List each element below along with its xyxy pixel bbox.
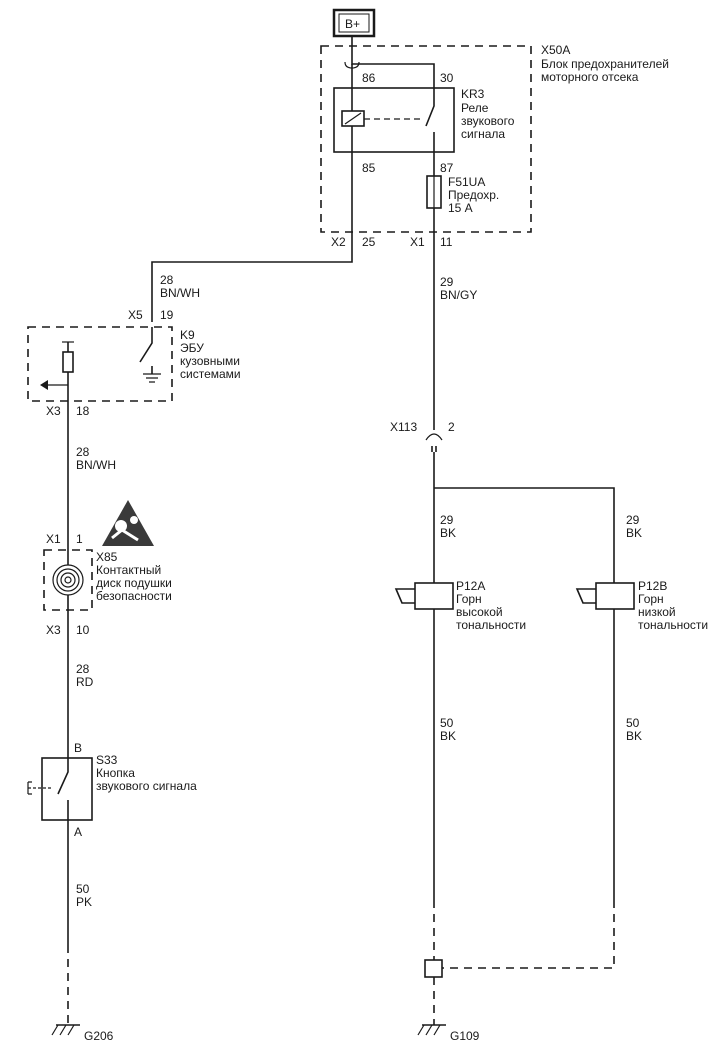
horn-switch-contact: [57, 758, 69, 820]
horn-low-desc1: Горн: [638, 592, 664, 606]
wire8-color: BK: [440, 729, 456, 743]
horn-switch: [41, 757, 93, 821]
fuse-desc1: Предохр.: [448, 188, 499, 202]
ground-left-label: G206: [84, 1029, 114, 1043]
clockspring-desc3: безопасности: [96, 589, 172, 603]
wire5-size: 50: [76, 882, 90, 896]
b-plus-feed-wire: [351, 36, 435, 88]
clockspring-icon: [52, 564, 84, 596]
connector-x3a: X3: [46, 404, 61, 418]
clockspring-id: X85: [96, 550, 118, 564]
connector-x113: X113: [390, 420, 417, 434]
connector-x5: X5: [128, 308, 143, 322]
wire6-color: BK: [440, 526, 456, 540]
ecu-outline: [27, 326, 173, 402]
fuse-id: F51UA: [448, 175, 485, 189]
ecu-desc1: ЭБУ: [180, 341, 204, 355]
ground-g206-icon: [51, 1024, 80, 1036]
horn-low-id: P12B: [638, 579, 667, 593]
relay-pin-85: 85: [362, 161, 376, 175]
switch-pin-a: A: [74, 825, 82, 839]
ecu-desc2: кузовными: [180, 354, 240, 368]
connector-x1-pin: 11: [440, 235, 453, 249]
wire1-color: BN/WH: [160, 286, 200, 300]
wire-horn-low-dashed: [442, 900, 615, 969]
clockspring-desc1: Контактный: [96, 563, 161, 577]
connector-x1: X1: [410, 235, 425, 249]
x113-pins: [431, 446, 437, 452]
horn-high-icon: [394, 582, 454, 610]
relay-contact: [425, 88, 435, 152]
connector-x3a-pin: 18: [76, 404, 90, 418]
connector-x2: X2: [331, 235, 346, 249]
connector-x5-pin: 19: [160, 308, 174, 322]
horn-low-desc3: тональности: [638, 618, 708, 632]
relay-desc1: Реле: [461, 101, 489, 115]
switch-pin-b: B: [74, 741, 82, 755]
wire5-color: PK: [76, 895, 92, 909]
wire3-color: BN/WH: [76, 458, 116, 472]
fuse-block-desc1: Блок предохранителей: [541, 57, 669, 71]
switch-desc1: Кнопка: [96, 766, 135, 780]
power-source: B+: [332, 8, 376, 38]
wire3-size: 28: [76, 445, 90, 459]
ground-g109-icon: [417, 1024, 446, 1036]
connector-x3b: X3: [46, 623, 61, 637]
wire9-size: 50: [626, 716, 640, 730]
ecu-id: K9: [180, 328, 195, 342]
horn-high-desc3: тональности: [456, 618, 526, 632]
switch-pushbutton-icon: [27, 781, 32, 795]
connector-x1b: X1: [46, 532, 61, 546]
horn-low-desc2: низкой: [638, 605, 676, 619]
wire2-color: BN/GY: [440, 288, 477, 302]
wire7-size: 29: [626, 513, 640, 527]
connector-x113-pin: 2: [448, 420, 455, 434]
horn-high-desc2: высокой: [456, 605, 503, 619]
relay-pin-86: 86: [362, 71, 376, 85]
wire4-color: RD: [76, 675, 94, 689]
ground-right-label: G109: [450, 1029, 480, 1043]
ecu-desc3: системами: [180, 367, 241, 381]
ground-splice: [424, 959, 443, 978]
wire6-size: 29: [440, 513, 454, 527]
fuse-desc2: 15 А: [448, 201, 473, 215]
wire7-color: BK: [626, 526, 642, 540]
horn-high-desc1: Горн: [456, 592, 482, 606]
ecu-signal-arrow-icon: [40, 380, 48, 390]
wire9-color: BK: [626, 729, 642, 743]
switch-id: S33: [96, 753, 118, 767]
wire8-size: 50: [440, 716, 454, 730]
relay-desc3: сигнала: [461, 127, 505, 141]
switch-desc2: звукового сигнала: [96, 779, 197, 793]
ecu-ground-symbol: [143, 373, 161, 383]
wire-relay-to-ecu: [151, 152, 353, 322]
wire2-size: 29: [440, 275, 454, 289]
power-label: B+: [345, 17, 360, 31]
connector-x1b-pin: 1: [76, 532, 83, 546]
wire-to-horn-low: [434, 487, 615, 583]
wire4-size: 28: [76, 662, 90, 676]
clockspring-desc2: диск подушки: [96, 576, 172, 590]
x113-connector-symbol: [425, 433, 443, 441]
fuse-block-id: X50A: [541, 43, 570, 57]
fuse-block-outline: [320, 45, 532, 233]
relay-desc2: звукового: [461, 114, 515, 128]
horn-low-icon: [575, 582, 635, 610]
horn-high-id: P12A: [456, 579, 485, 593]
connector-x3b-pin: 10: [76, 623, 90, 637]
airbag-warning-icon: [102, 500, 154, 546]
relay-pin-87: 87: [440, 161, 454, 175]
relay-kr3: 86 30 85 87 KR3 Реле звукового сигнала: [333, 71, 515, 175]
relay-id: KR3: [461, 87, 485, 101]
fuse-block-desc2: моторного отсека: [541, 70, 639, 84]
wire1-size: 28: [160, 273, 174, 287]
relay-pin-30: 30: [440, 71, 454, 85]
connector-x2-pin: 25: [362, 235, 376, 249]
ecu-switch: [139, 327, 153, 374]
ecu-pullup-resistor: [62, 351, 74, 373]
